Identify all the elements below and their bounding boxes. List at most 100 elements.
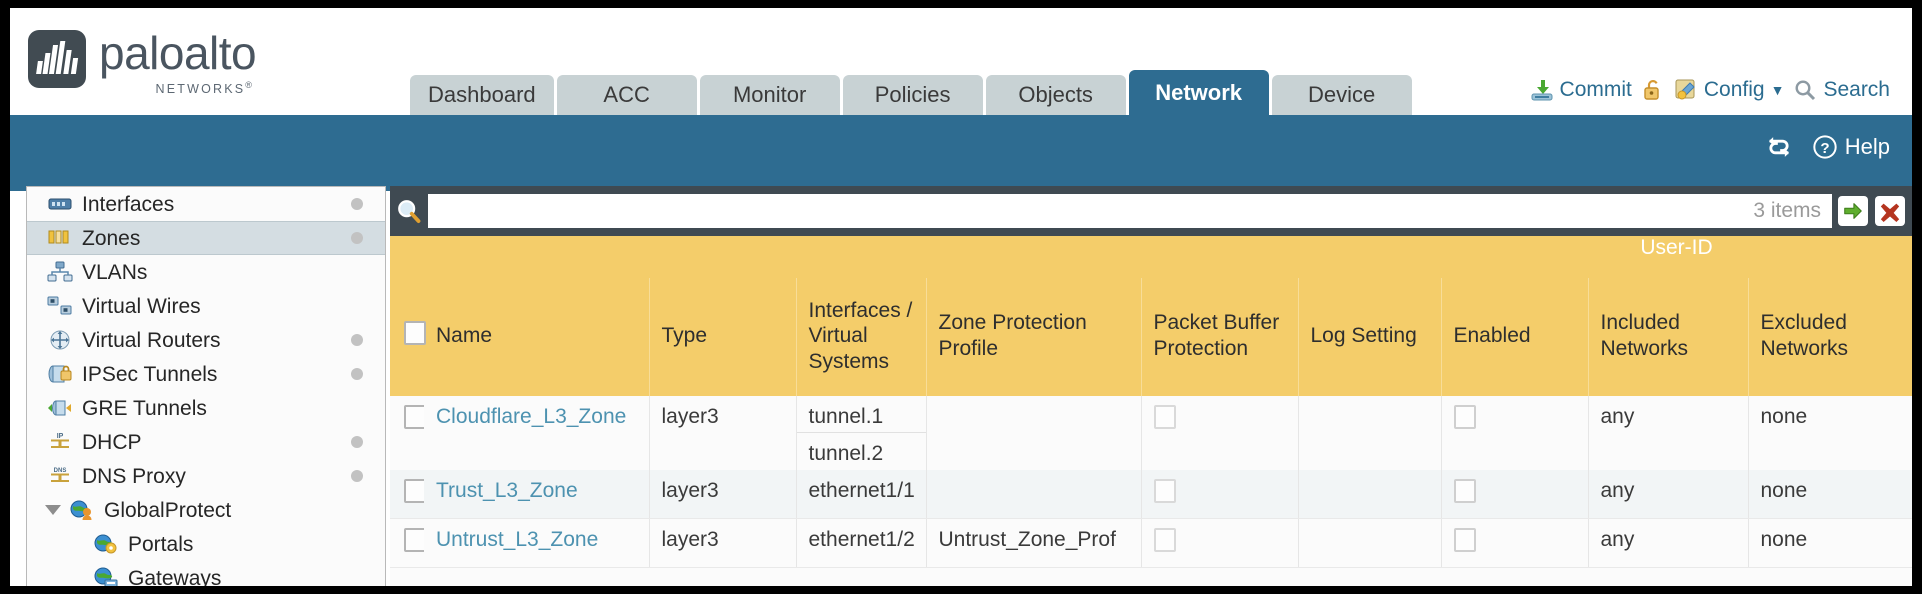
zone-name-link[interactable]: Untrust_L3_Zone bbox=[436, 528, 599, 551]
tab-label: Dashboard bbox=[428, 82, 536, 107]
tab-dashboard[interactable]: Dashboard bbox=[410, 75, 554, 115]
tab-network[interactable]: Network bbox=[1128, 70, 1269, 115]
column-header-log-setting[interactable]: Log Setting bbox=[1298, 278, 1442, 396]
packet-buffer-protection-checkbox[interactable] bbox=[1153, 405, 1176, 429]
sub-header-bar: ? Help bbox=[10, 115, 1912, 191]
row-select-cell bbox=[390, 396, 424, 470]
sidebar-item-zones[interactable]: Zones bbox=[27, 221, 385, 255]
zones-panel: 3 items bbox=[390, 186, 1912, 586]
row-checkbox[interactable] bbox=[404, 405, 424, 429]
cell-zone-protection-profile: Untrust_Zone_Prof bbox=[926, 518, 1142, 568]
row-select-cell bbox=[390, 518, 424, 568]
refresh-icon[interactable] bbox=[1765, 133, 1793, 161]
tab-policies[interactable]: Policies bbox=[842, 75, 983, 115]
zone-name-link[interactable]: Trust_L3_Zone bbox=[436, 479, 578, 502]
sub-header-actions: ? Help bbox=[1765, 133, 1890, 161]
tab-label: Network bbox=[1155, 79, 1243, 105]
brand-tagline: NETWORKS® bbox=[155, 80, 255, 97]
sidebar-item-label: DHCP bbox=[82, 430, 142, 454]
cell-userid-enabled bbox=[1441, 470, 1589, 519]
help-question-icon: ? bbox=[1813, 135, 1837, 159]
tab-label: Policies bbox=[874, 82, 951, 107]
column-header-packet-buffer-protection[interactable]: Packet Buffer Protection bbox=[1141, 278, 1299, 396]
zones-table-wrapper: User-ID Name Type Interfaces / Virtual S… bbox=[390, 236, 1912, 586]
virtual-wires-icon bbox=[47, 296, 72, 315]
search-input[interactable]: 3 items bbox=[428, 194, 1832, 228]
cell-excluded-networks: none bbox=[1748, 470, 1912, 519]
cell-included-networks: any bbox=[1588, 470, 1749, 519]
status-dot bbox=[351, 368, 363, 380]
cell-name: Trust_L3_Zone bbox=[424, 470, 650, 519]
search-magnifier-icon bbox=[397, 199, 420, 223]
table-row[interactable]: Untrust_L3_Zone layer3 ethernet1/2 Untru… bbox=[390, 518, 1912, 568]
zone-name-link[interactable]: Cloudflare_L3_Zone bbox=[436, 405, 627, 428]
red-x-clear-icon bbox=[1880, 203, 1900, 222]
column-header-name[interactable]: Name bbox=[424, 278, 650, 396]
sidebar-item-virtual-wires[interactable]: Virtual Wires bbox=[27, 289, 385, 323]
status-dot bbox=[351, 334, 363, 346]
tab-acc[interactable]: ACC bbox=[556, 75, 697, 115]
cell-type: layer3 bbox=[649, 396, 797, 470]
column-header-zone-protection-profile[interactable]: Zone Protection Profile bbox=[926, 278, 1142, 396]
help-button[interactable]: ? Help bbox=[1811, 133, 1890, 161]
cell-name: Untrust_L3_Zone bbox=[424, 518, 650, 568]
filter-search-icon-box bbox=[390, 198, 428, 225]
clear-filter-button[interactable] bbox=[1875, 196, 1905, 226]
tab-device[interactable]: Device bbox=[1271, 75, 1412, 115]
filter-toolbar: 3 items bbox=[390, 186, 1912, 236]
cell-interfaces: ethernet1/1 bbox=[796, 470, 927, 519]
table-group-header-row: User-ID bbox=[390, 236, 1912, 278]
sidebar-item-dns-proxy[interactable]: DNS DNS Proxy bbox=[27, 459, 385, 493]
column-header-enabled[interactable]: Enabled bbox=[1441, 278, 1589, 396]
select-all-checkbox[interactable] bbox=[404, 320, 426, 345]
sidebar-item-virtual-routers[interactable]: Virtual Routers bbox=[27, 323, 385, 357]
table-row[interactable]: Trust_L3_Zone layer3 ethernet1/1 any non… bbox=[390, 470, 1912, 519]
sidebar-item-vlans[interactable]: VLANs bbox=[27, 255, 385, 289]
column-header-included-networks[interactable]: Included Networks bbox=[1588, 278, 1749, 396]
tab-objects[interactable]: Objects bbox=[985, 75, 1126, 115]
app-header: paloalto NETWORKS® Dashboard ACC Monitor… bbox=[10, 8, 1912, 115]
dhcp-icon: IP bbox=[51, 433, 69, 448]
sidebar-item-gateways[interactable]: Gateways bbox=[27, 561, 385, 586]
gateways-icon bbox=[94, 567, 118, 586]
column-header-interfaces[interactable]: Interfaces / Virtual Systems bbox=[796, 278, 927, 396]
config-menu[interactable]: Config ▼ bbox=[1674, 78, 1784, 102]
cell-interfaces: tunnel.1 tunnel.2 bbox=[796, 396, 927, 470]
commit-button[interactable]: Commit bbox=[1530, 78, 1632, 102]
table-row[interactable]: Cloudflare_L3_Zone layer3 tunnel.1 tunne… bbox=[390, 396, 1912, 470]
sidebar-item-dhcp[interactable]: IP DHCP bbox=[27, 425, 385, 459]
userid-enabled-checkbox[interactable] bbox=[1453, 528, 1476, 552]
zones-icon bbox=[48, 230, 69, 244]
sidebar-item-label: VLANs bbox=[82, 260, 148, 284]
row-checkbox[interactable] bbox=[404, 528, 424, 552]
chevron-down-icon[interactable] bbox=[45, 505, 61, 515]
cell-excluded-networks: none bbox=[1748, 518, 1912, 568]
cell-zone-protection-profile bbox=[926, 396, 1142, 470]
row-checkbox[interactable] bbox=[404, 479, 424, 503]
apply-filter-button[interactable] bbox=[1838, 196, 1868, 226]
packet-buffer-protection-checkbox[interactable] bbox=[1153, 528, 1176, 552]
lock-button[interactable] bbox=[1641, 78, 1665, 102]
column-header-type[interactable]: Type bbox=[649, 278, 797, 396]
tab-monitor[interactable]: Monitor bbox=[699, 75, 840, 115]
tab-label: Monitor bbox=[732, 82, 807, 107]
sidebar-item-portals[interactable]: Portals bbox=[27, 527, 385, 561]
cell-type: layer3 bbox=[649, 470, 797, 519]
userid-enabled-checkbox[interactable] bbox=[1453, 479, 1476, 503]
sidebar-item-interfaces[interactable]: Interfaces bbox=[27, 187, 385, 221]
cell-zone-protection-profile bbox=[926, 470, 1142, 519]
sidebar-item-label: Virtual Wires bbox=[82, 294, 201, 318]
cell-type: layer3 bbox=[649, 518, 797, 568]
sidebar-item-gre-tunnels[interactable]: GRE Tunnels bbox=[27, 391, 385, 425]
packet-buffer-protection-checkbox[interactable] bbox=[1153, 479, 1176, 503]
search-label: Search bbox=[1823, 78, 1890, 101]
userid-enabled-checkbox[interactable] bbox=[1453, 405, 1476, 429]
commit-label: Commit bbox=[1559, 78, 1632, 101]
sidebar-item-ipsec-tunnels[interactable]: IPSec Tunnels bbox=[27, 357, 385, 391]
search-magnifier-icon bbox=[1795, 80, 1816, 101]
column-header-excluded-networks[interactable]: Excluded Networks bbox=[1748, 278, 1912, 396]
sidebar-item-globalprotect[interactable]: GlobalProtect bbox=[27, 493, 385, 527]
virtual-routers-icon bbox=[50, 330, 70, 350]
brand-logo: paloalto NETWORKS® bbox=[28, 30, 257, 97]
search-button[interactable]: Search bbox=[1793, 78, 1890, 102]
